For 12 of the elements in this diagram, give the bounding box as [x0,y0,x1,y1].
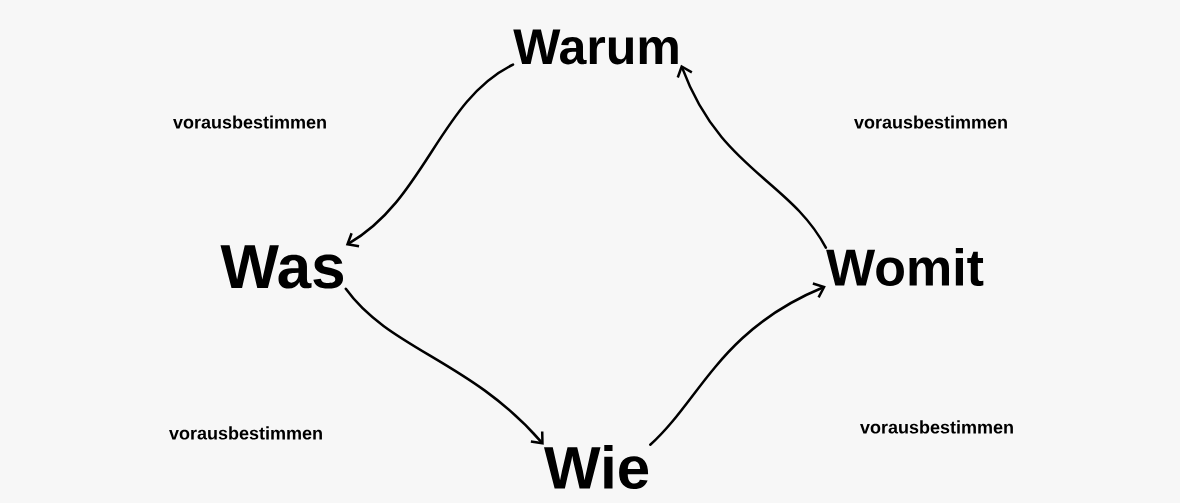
word-label: Warum [513,29,678,65]
word-label: vorausbestimmen [169,426,322,440]
curved-arrow [345,63,515,248]
word-label: Womit [826,247,984,287]
word-label: Was [220,245,344,289]
word-label: vorausbestimmen [173,115,326,129]
word-label: Wie [544,444,649,489]
word-label: vorausbestimmen [860,420,1013,434]
curved-arrow [649,282,826,446]
curved-arrow [676,64,828,249]
curved-arrow [344,287,544,445]
word-label: vorausbestimmen [854,115,1007,129]
